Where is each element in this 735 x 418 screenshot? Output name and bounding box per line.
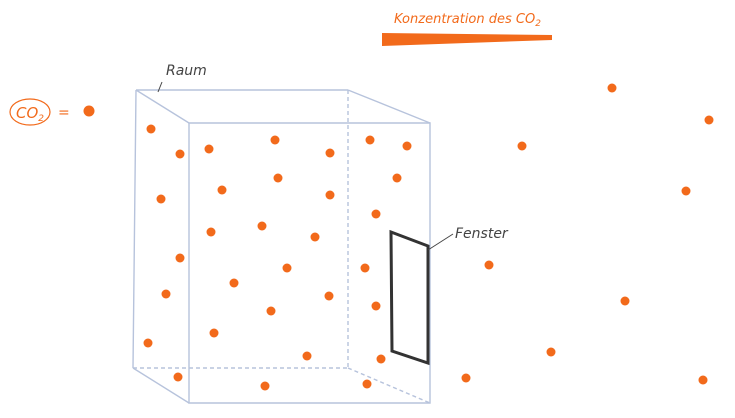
co2-particle <box>517 141 527 151</box>
co2-particle <box>282 263 292 273</box>
co2-particle <box>266 306 276 316</box>
co2-particle <box>156 194 166 204</box>
co2-particles <box>143 83 714 391</box>
co2-particle <box>204 144 214 154</box>
co2-particle <box>607 83 617 93</box>
co2-particle <box>376 354 386 364</box>
co2-particle <box>392 173 402 183</box>
co2-particle <box>175 149 185 159</box>
window-pointer-line <box>427 233 454 251</box>
co2-legend-dot <box>83 105 95 117</box>
co2-particle <box>546 347 556 357</box>
co2-particle <box>484 260 494 270</box>
co2-particle <box>175 253 185 263</box>
co2-particle <box>371 301 381 311</box>
room-box <box>132 89 431 404</box>
co2-particle <box>260 381 270 391</box>
co2-particle <box>257 221 267 231</box>
co2-legend-circle <box>9 98 51 126</box>
co2-particle <box>310 232 320 242</box>
legend-equals: = <box>58 105 70 121</box>
co2-particle <box>365 135 375 145</box>
co2-particle <box>704 115 714 125</box>
window-label: Fenster <box>455 226 509 242</box>
co2-particle <box>229 278 239 288</box>
co2-particle <box>206 227 216 237</box>
co2-particle <box>324 291 334 301</box>
concentration-wedge <box>382 33 552 46</box>
concentration-label: Konzentration des CO2 <box>394 12 541 29</box>
room-label: Raum <box>166 63 207 79</box>
window <box>389 229 430 366</box>
co2-particle <box>325 190 335 200</box>
co2-particle <box>302 351 312 361</box>
co2-particle <box>273 173 283 183</box>
co2-particle <box>161 289 171 299</box>
co2-legend-symbol: CO2 <box>16 104 44 124</box>
co2-particle <box>360 263 370 273</box>
co2-particle <box>681 186 691 196</box>
co2-particle <box>698 375 708 385</box>
co2-particle <box>173 372 183 382</box>
co2-particle <box>362 379 372 389</box>
co2-particle <box>620 296 630 306</box>
room-pointer-line <box>157 81 163 93</box>
co2-particle <box>146 124 156 134</box>
co2-particle <box>217 185 227 195</box>
co2-particle <box>402 141 412 151</box>
co2-particle <box>209 328 219 338</box>
co2-particle <box>371 209 381 219</box>
co2-particle <box>270 135 280 145</box>
co2-particle <box>143 338 153 348</box>
co2-particle <box>461 373 471 383</box>
co2-particle <box>325 148 335 158</box>
